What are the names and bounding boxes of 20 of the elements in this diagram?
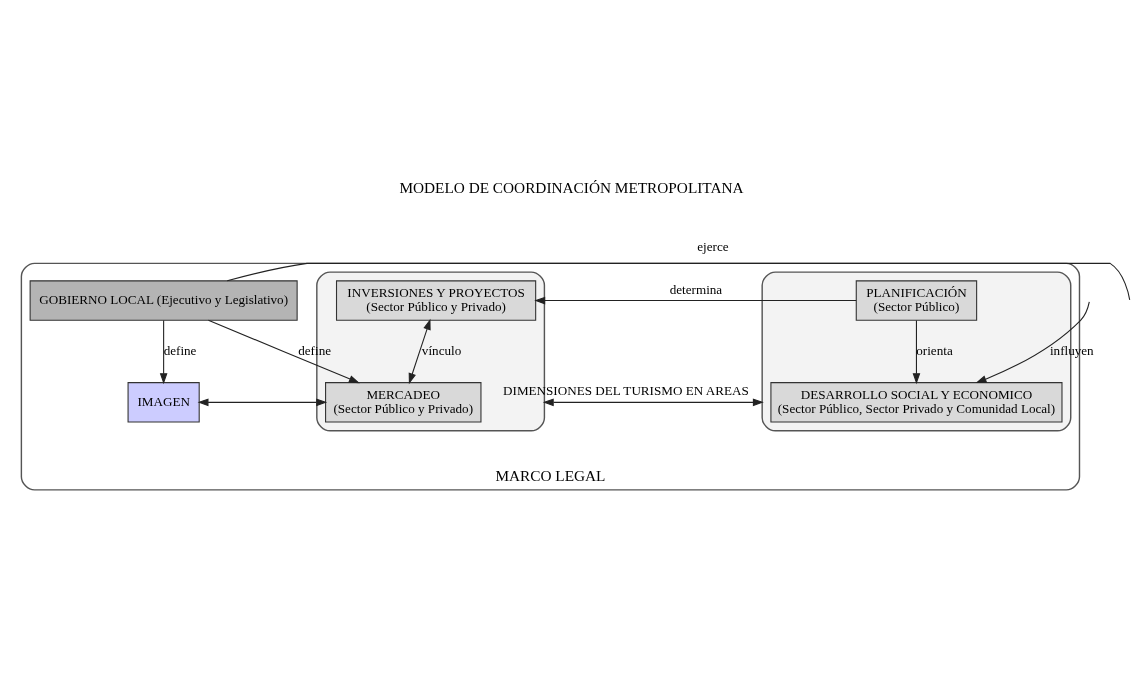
arrow <box>408 318 431 385</box>
node-box: PLANIFICACIÓN (Sector Público) <box>855 280 978 321</box>
arrow <box>912 319 921 385</box>
arrow <box>975 301 1090 384</box>
node-box: IMAGEN <box>127 382 200 423</box>
diagram-title: MODELO DE COORDINACIÓN METROPOLITANA <box>399 179 744 197</box>
edge-label: vínculo <box>421 342 462 358</box>
arrow <box>197 398 328 407</box>
arrow <box>534 296 857 305</box>
node-box: GOBIERNO LOCAL (Ejecutivo y Legislativo) <box>29 280 298 321</box>
edge-label: define <box>163 342 197 358</box>
edge-label: determina <box>669 281 723 297</box>
arrow <box>207 319 360 384</box>
connector <box>226 262 1131 301</box>
edge-label: ejerce <box>697 238 729 254</box>
node-box: INVERSIONES Y PROYECTOS (Sector Público y Privado) <box>335 280 537 321</box>
arrow <box>159 319 168 385</box>
node-box: MERCADEO (Sector Público y Privado) <box>325 382 482 423</box>
node-box: DESARROLLO SOCIAL Y ECONOMICO (Sector Público, Sector Privado y Comunidad Local) <box>770 382 1063 423</box>
arrow <box>542 398 764 407</box>
